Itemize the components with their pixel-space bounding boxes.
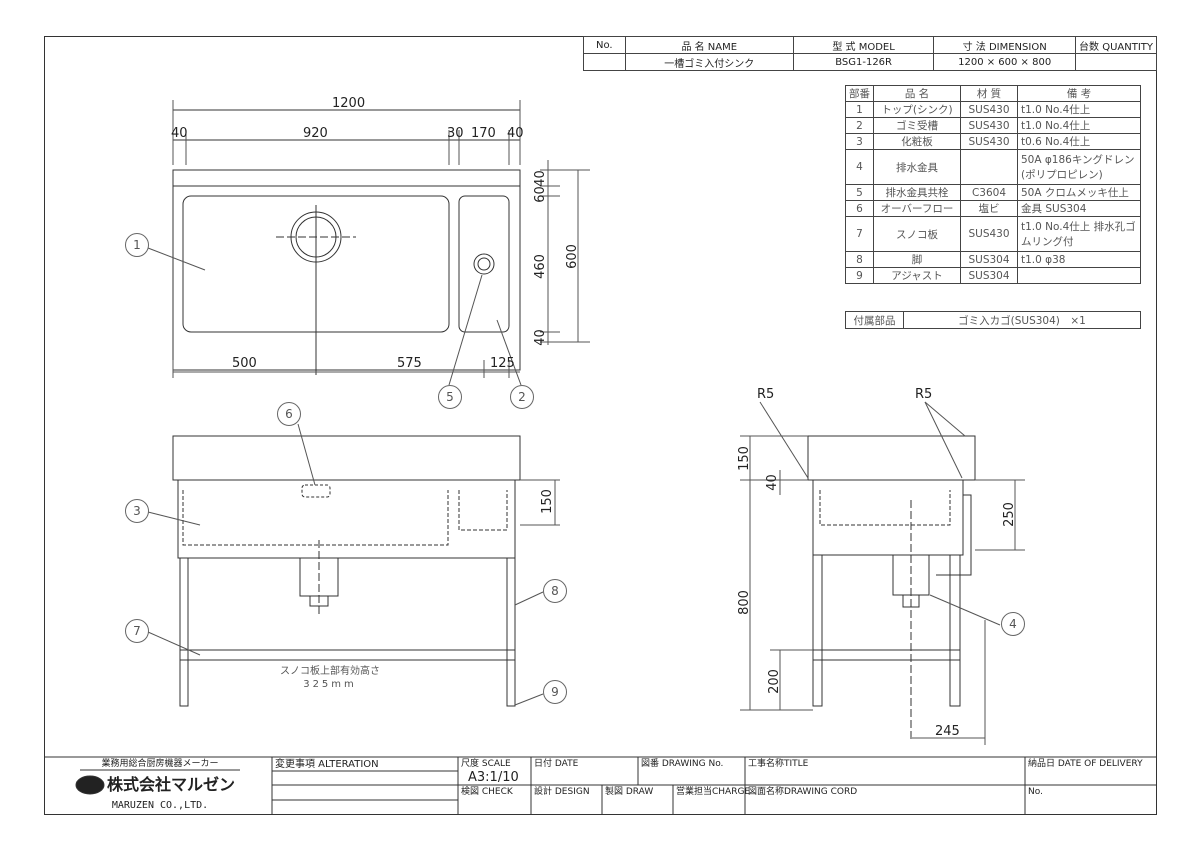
dim-125: 125 xyxy=(490,356,515,371)
parts-header: 備 考 xyxy=(1017,85,1141,102)
value-quantity xyxy=(1075,53,1157,71)
scale-label: 尺度 SCALE xyxy=(461,759,511,769)
part-material: C3604 xyxy=(960,184,1018,201)
shelf-height-value: 325mm xyxy=(303,679,357,690)
callout-4: 4 xyxy=(1001,612,1025,636)
delivery-label: 納品日 DATE OF DELIVERY xyxy=(1028,759,1143,769)
callout-3: 3 xyxy=(125,499,149,523)
dim-side-245: 245 xyxy=(935,724,960,739)
part-note: t1.0 No.4仕上 排水孔ゴムリング付 xyxy=(1017,216,1141,252)
title-label: 工事名称TITLE xyxy=(748,759,809,769)
part-number: 9 xyxy=(845,267,874,284)
callout-7: 7 xyxy=(125,619,149,643)
design-label: 設計 DESIGN xyxy=(534,787,590,797)
value-model: BSG1-126R xyxy=(792,53,935,71)
callout-9: 9 xyxy=(543,680,567,704)
callout-8: 8 xyxy=(543,579,567,603)
part-name: スノコ板 xyxy=(873,216,961,252)
radius-label: R5 xyxy=(757,387,775,402)
dim-920: 920 xyxy=(303,126,328,141)
callout-6: 6 xyxy=(277,402,301,426)
shelf-height-note: スノコ板上部有効高さ xyxy=(280,666,380,677)
accessory-label: 付属部品 xyxy=(845,311,904,329)
callout-1: 1 xyxy=(125,233,149,257)
part-number: 7 xyxy=(845,216,874,252)
drawing-cord-label: 図面名称DRAWING CORD xyxy=(748,787,858,797)
accessory-table: 付属部品ゴミ入カゴ(SUS304) ×1 xyxy=(845,311,1141,329)
part-material: SUS430 xyxy=(960,117,1018,134)
dim-40-right: 40 xyxy=(507,126,524,141)
part-note: 50A φ186キングドレン (ポリプロピレン) xyxy=(1017,149,1141,185)
alteration-label: 変更事項 ALTERATION xyxy=(275,759,379,770)
draw-label: 製図 DRAW xyxy=(605,787,654,797)
front-view xyxy=(147,423,560,707)
part-name: 排水金具 xyxy=(873,149,961,185)
part-name: 化粧板 xyxy=(873,133,961,150)
dim-170: 170 xyxy=(471,126,496,141)
drawing-no-label: 図番 DRAWING No. xyxy=(641,759,724,769)
radius-label: R5 xyxy=(915,387,933,402)
callout-5: 5 xyxy=(438,385,462,409)
dim-30: 30 xyxy=(447,126,464,141)
date-label: 日付 DATE xyxy=(534,759,579,769)
maker-tagline: 業務用総合厨房機器メーカー xyxy=(101,759,219,769)
callout-2: 2 xyxy=(510,385,534,409)
part-name: アジャスト xyxy=(873,267,961,284)
dim-575: 575 xyxy=(397,356,422,371)
accessory-value: ゴミ入カゴ(SUS304) ×1 xyxy=(903,311,1141,329)
parts-header: 材 質 xyxy=(960,85,1018,102)
part-name: トップ(シンク) xyxy=(873,101,961,118)
scale-value: A3:1/10 xyxy=(468,770,519,785)
part-material: SUS430 xyxy=(960,216,1018,252)
dim-40-left: 40 xyxy=(171,126,188,141)
part-material: SUS304 xyxy=(960,267,1018,284)
part-note: t0.6 No.4仕上 xyxy=(1017,133,1141,150)
part-material: SUS304 xyxy=(960,251,1018,268)
company-logo-jp: 株式会社マルゼン xyxy=(107,775,236,794)
company-name-en: MARUZEN CO.,LTD. xyxy=(111,800,209,811)
charge-label: 営業担当CHARGE xyxy=(676,787,751,797)
part-name: ゴミ受槽 xyxy=(873,117,961,134)
number-label: No. xyxy=(1028,787,1043,797)
side-view xyxy=(740,401,1025,745)
part-number: 4 xyxy=(845,149,874,185)
top-view xyxy=(147,100,590,386)
check-label: 検図 CHECK xyxy=(461,787,513,797)
dim-overall-width: 1200 xyxy=(332,96,366,111)
part-note xyxy=(1017,267,1141,284)
dim-500: 500 xyxy=(232,356,257,371)
value-dimension: 1200 × 600 × 800 xyxy=(933,53,1077,71)
